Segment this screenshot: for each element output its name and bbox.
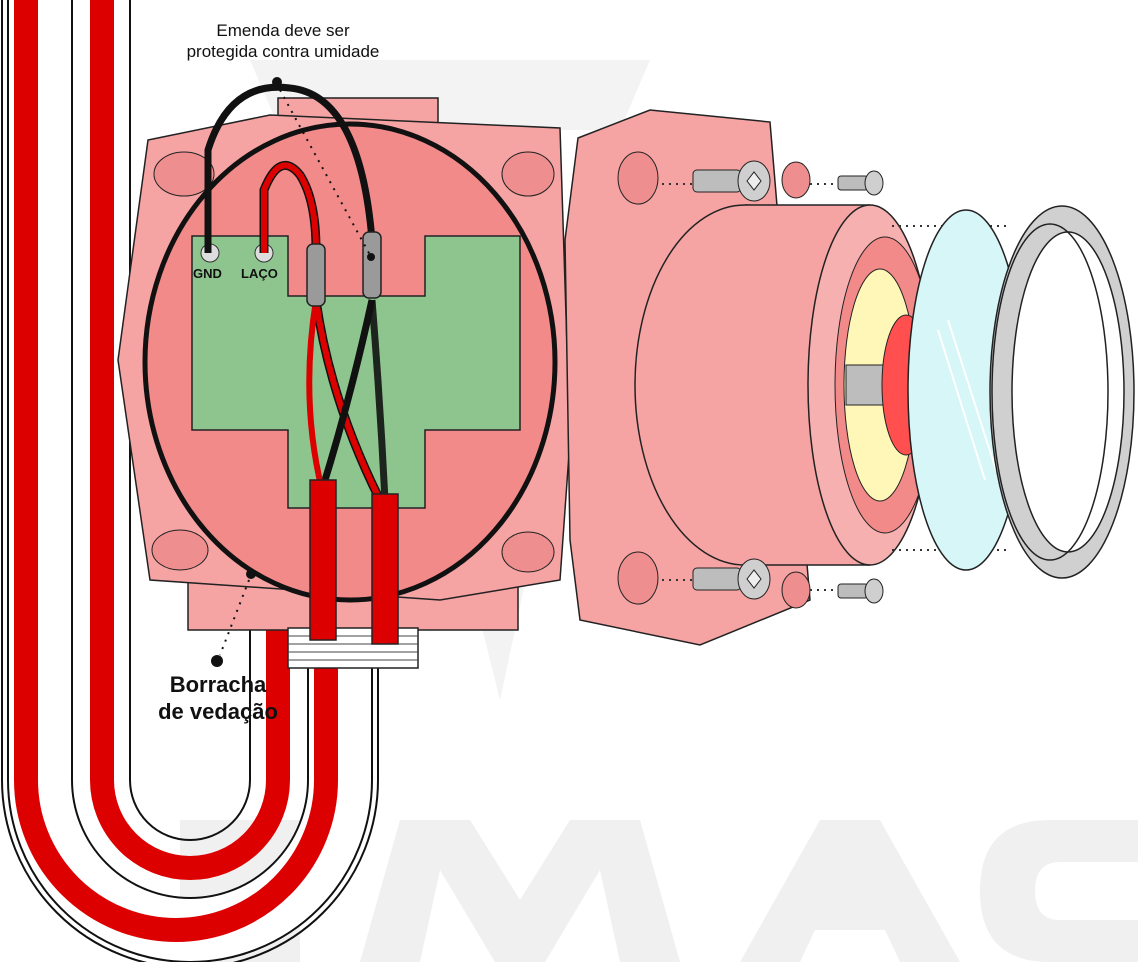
terminal-loop-label: LAÇO	[241, 266, 278, 281]
terminal-gnd-label: GND	[193, 266, 222, 281]
splice-note-line2: protegida contra umidade	[187, 42, 380, 61]
gasket-annotation: Borracha de vedação	[158, 569, 278, 724]
gasket-label-line2: de vedação	[158, 699, 278, 724]
wires	[204, 83, 399, 645]
conduit	[0, 0, 379, 967]
retaining-ring	[989, 205, 1135, 579]
splice-annotation: Emenda deve ser protegida contra umidade	[187, 21, 380, 261]
screw-top-large	[692, 160, 771, 202]
splice-note-line1: Emenda deve ser	[216, 21, 350, 40]
screw-bottom-large	[692, 558, 771, 600]
gasket-label-line1: Borracha	[170, 672, 267, 697]
screw-bottom-small	[837, 578, 884, 604]
screw-top-small	[837, 170, 884, 196]
